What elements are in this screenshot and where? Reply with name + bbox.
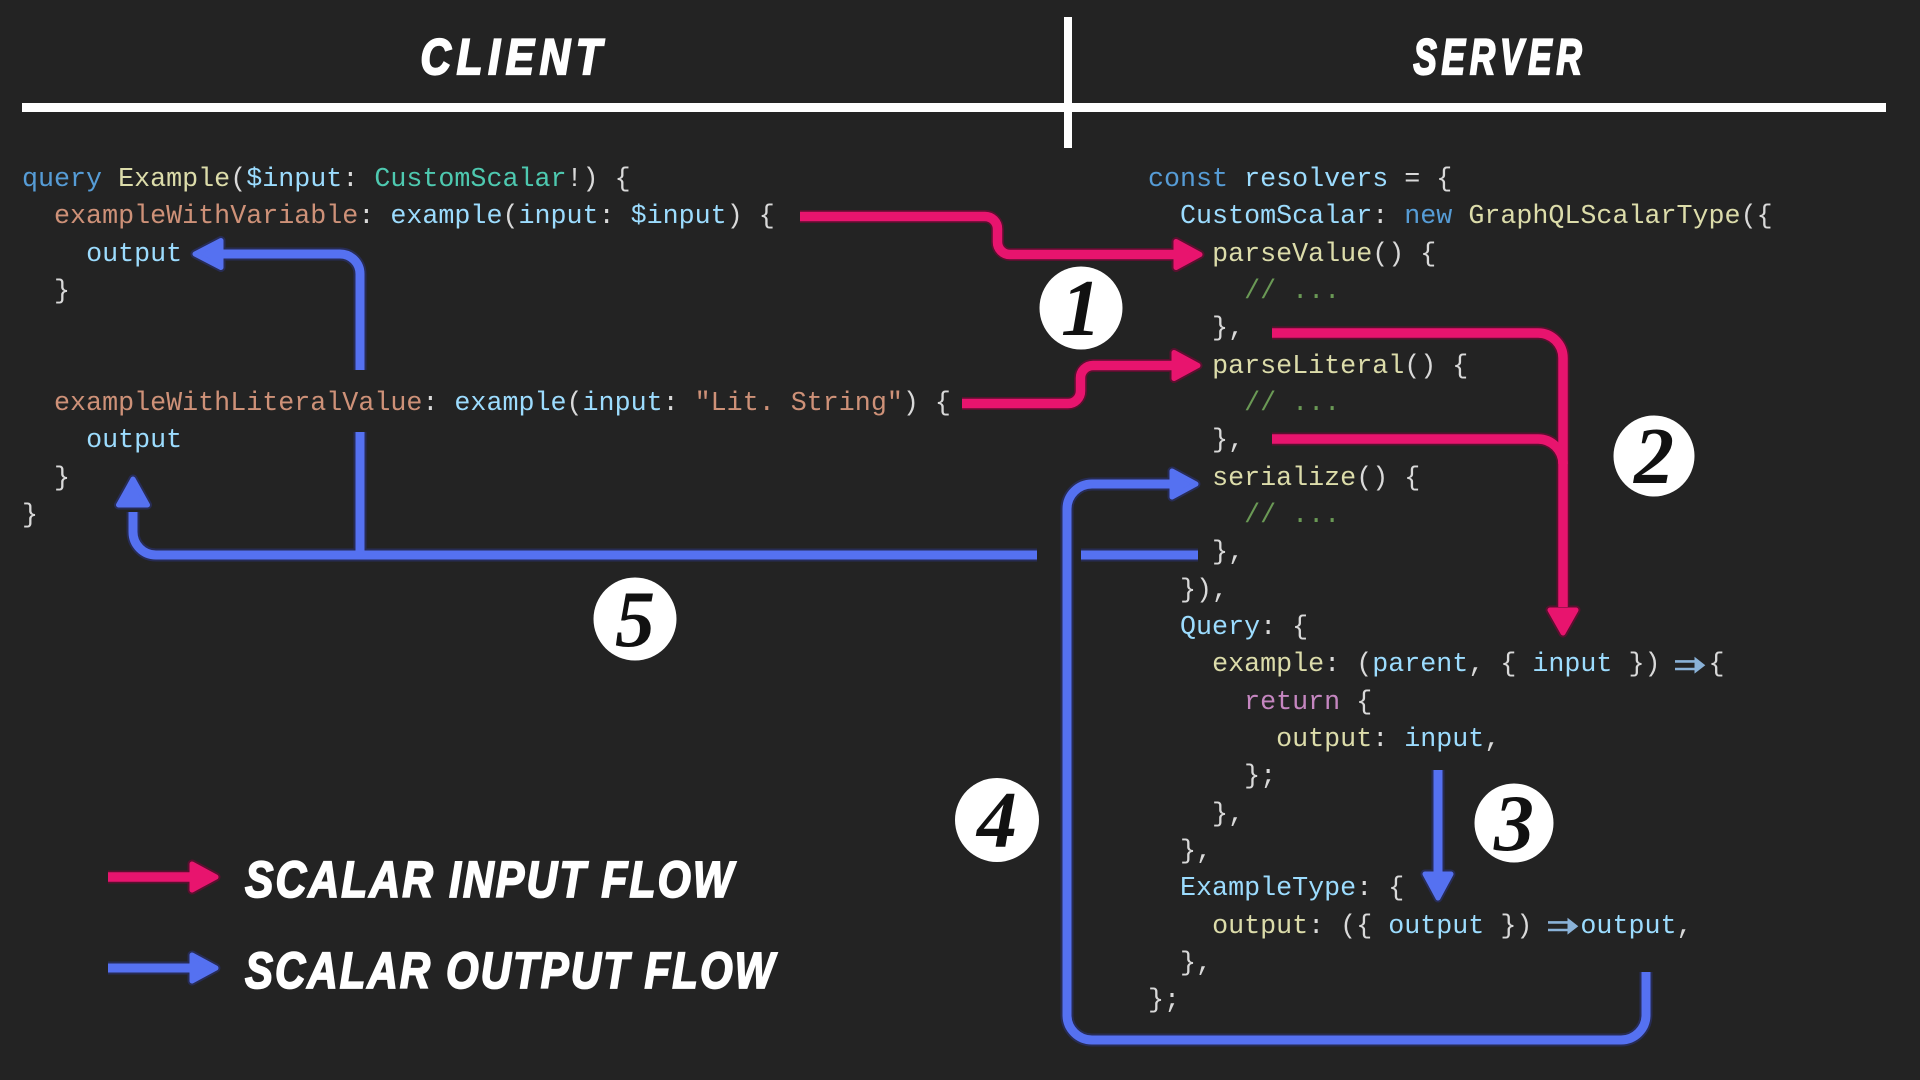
- svg-text:4: 4: [975, 777, 1017, 865]
- svg-text:5: 5: [615, 576, 655, 664]
- svg-text:3: 3: [1493, 780, 1534, 868]
- svg-text:2: 2: [1633, 413, 1674, 501]
- svg-text:1: 1: [1061, 265, 1101, 353]
